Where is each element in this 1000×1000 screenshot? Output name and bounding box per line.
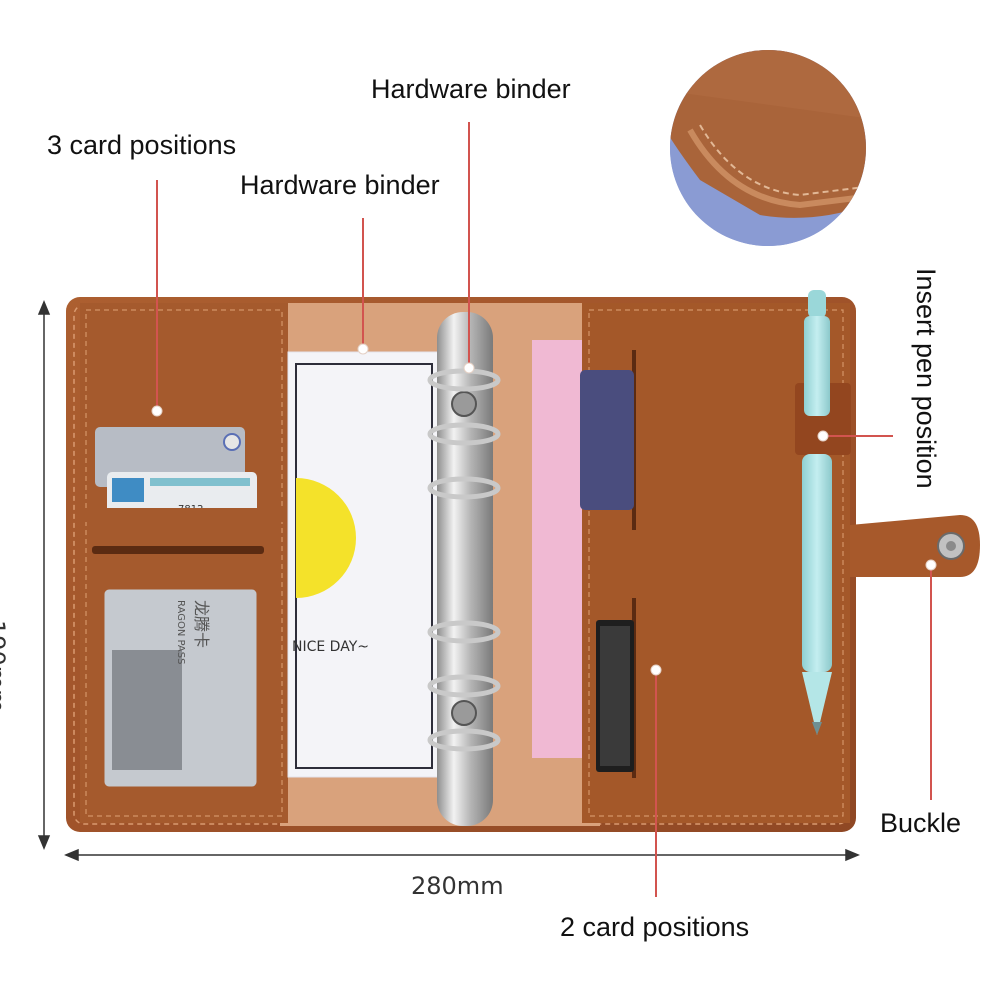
dragon-card-text: 龙腾卡 bbox=[192, 600, 211, 648]
leather-zoom-detail bbox=[670, 50, 866, 246]
buckle-strap bbox=[850, 515, 980, 577]
notepad: NICE DAY~ bbox=[287, 351, 441, 778]
notepad-text: NICE DAY~ bbox=[292, 639, 369, 655]
pink-divider bbox=[532, 340, 584, 758]
callout-insert-pen-position: Insert pen position bbox=[911, 268, 941, 489]
callout-two-card-positions: 2 card positions bbox=[560, 912, 750, 942]
left-card-slots: 7812 龙腾卡 RAGON PASS bbox=[85, 427, 285, 790]
callout-hardware-binder-top: Hardware binder bbox=[371, 74, 571, 104]
height-dimension: 190mm bbox=[0, 620, 10, 713]
width-dimension: 280mm bbox=[411, 872, 504, 900]
dragon-pass-text: RAGON PASS bbox=[175, 600, 186, 664]
ring-binder bbox=[427, 312, 501, 826]
callout-buckle: Buckle bbox=[880, 808, 962, 838]
dimension-arrows bbox=[37, 300, 860, 862]
callout-dots bbox=[151, 343, 937, 676]
callout-three-card-positions: 3 card positions bbox=[47, 130, 237, 160]
pen bbox=[802, 290, 832, 735]
navy-card bbox=[580, 370, 634, 510]
callout-lines bbox=[156, 122, 932, 897]
callout-hardware-binder-mid: Hardware binder bbox=[240, 170, 440, 200]
